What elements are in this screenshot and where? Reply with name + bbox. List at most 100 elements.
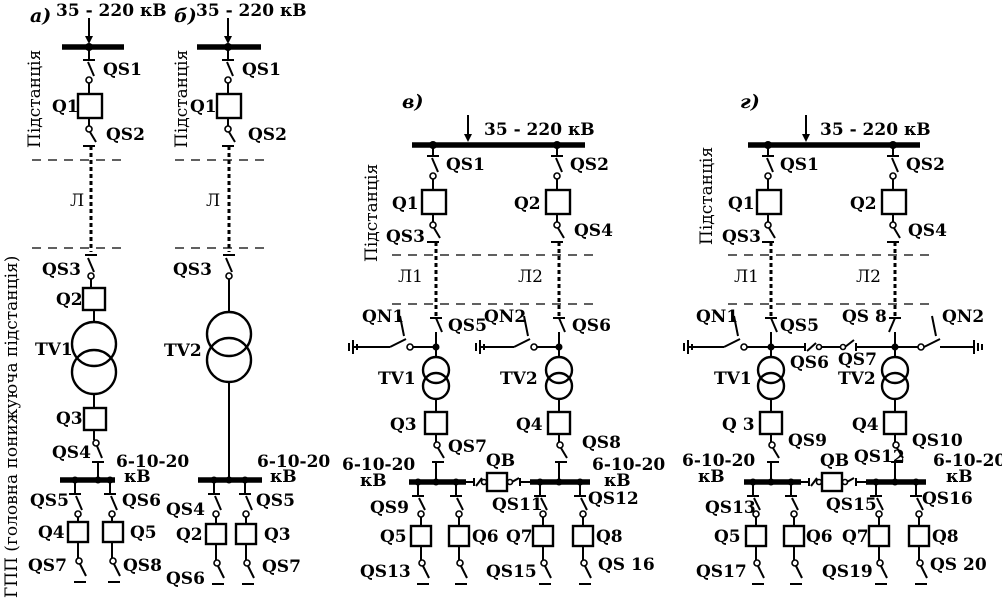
- supply-voltage-g: 35 - 220 кВ: [820, 120, 931, 140]
- variant-label-a: а): [30, 5, 51, 27]
- substation-label-g: Підстанція: [697, 147, 717, 245]
- qs4-label-a: QS4: [52, 443, 91, 463]
- qs8-label-v: QS8: [582, 433, 621, 453]
- qs1-label-b: QS1: [242, 60, 281, 80]
- secondary-voltage-b1: 6-10-20: [257, 452, 330, 472]
- secondary-voltage-g2: кВ: [698, 467, 725, 487]
- qs6-label-b: QS6: [166, 569, 205, 589]
- tv1-label-v: TV1: [378, 369, 416, 389]
- q2-label-g: Q2: [850, 194, 877, 214]
- line2-label-g: Л2: [856, 267, 881, 287]
- secondary-voltage-g4: кВ: [946, 467, 973, 487]
- q3-label-g: Q 3: [722, 415, 755, 435]
- qs12-label-v: QS12: [588, 489, 639, 509]
- qb-label-g: QB: [820, 451, 849, 471]
- secondary-voltage-v2: кВ: [360, 471, 387, 491]
- qs6-label-v: QS6: [572, 316, 611, 336]
- qs7-label-b: QS7: [262, 557, 301, 577]
- substation-label-v: Підстанція: [362, 164, 382, 262]
- qs16-label-g: QS16: [922, 489, 973, 509]
- qs7-label-g: QS7: [838, 350, 877, 370]
- qs7-label-v: QS7: [448, 437, 487, 457]
- qs15-label-v: QS15: [486, 562, 537, 582]
- secondary-voltage-b2: кВ: [270, 467, 297, 487]
- secondary-voltage-v1: 6-10-20: [342, 455, 415, 475]
- qb-label-v: QB: [486, 451, 515, 471]
- qs5-label-v: QS5: [448, 316, 487, 336]
- qs4-label-g: QS4: [908, 221, 947, 241]
- qs17-label-g: QS17: [696, 562, 747, 582]
- q3-label-v: Q3: [390, 415, 417, 435]
- substation-label-b: Підстанція: [172, 50, 192, 148]
- tv2-label-v: TV2: [500, 369, 538, 389]
- qs2-label-b: QS2: [248, 125, 287, 145]
- supply-voltage-a: 35 - 220 кВ: [56, 1, 167, 21]
- supply-voltage-b: 35 - 220 кВ: [196, 1, 307, 21]
- qs11-label-v: QS11: [492, 495, 543, 515]
- q1-label-a: Q1: [52, 97, 79, 117]
- qs5-label-g: QS5: [780, 316, 819, 336]
- q2-label-a: Q2: [56, 290, 83, 310]
- q4-label-g: Q4: [852, 415, 879, 435]
- q4-label-a: Q4: [38, 523, 65, 543]
- qs6-label-a: QS6: [122, 491, 161, 511]
- qn2-label-g: QN2: [942, 307, 984, 327]
- tv2-label-g: TV2: [838, 369, 876, 389]
- qs4-label-b: QS4: [166, 500, 205, 520]
- secondary-voltage-a2: кВ: [124, 467, 151, 487]
- qs15-label-g: QS15: [826, 495, 877, 515]
- q7-label-g: Q7: [842, 527, 869, 547]
- qs2-label-a: QS2: [106, 125, 145, 145]
- qs20-label-g: QS 20: [930, 555, 987, 575]
- qs1-label-g: QS1: [780, 155, 819, 175]
- qn1-label-g: QN1: [696, 307, 738, 327]
- qs3-label-b: QS3: [173, 260, 212, 280]
- qs12-label-g: QS12: [854, 447, 905, 467]
- qs3-label-v: QS3: [386, 227, 425, 247]
- scheme-g: г) 35 - 220 кВ QS1 Q1 QS3 Л1 QS2 Q2: [682, 91, 1002, 585]
- supply-voltage-v: 35 - 220 кВ: [484, 120, 595, 140]
- substation-label-a: Підстанція: [25, 50, 45, 148]
- qs2-label-v: QS2: [570, 155, 609, 175]
- variant-label-v: в): [402, 91, 423, 113]
- qs9-label-v: QS9: [370, 498, 409, 518]
- q6-label-v: Q6: [472, 527, 499, 547]
- q7-label-v: Q7: [506, 527, 533, 547]
- qs4-label-v: QS4: [574, 221, 613, 241]
- qs7-label-a: QS7: [28, 556, 67, 576]
- qs6-label-g: QS6: [790, 353, 829, 373]
- main-substation-label: ГПП (головна понижуюча підстанція): [2, 256, 22, 598]
- qs13-label-v: QS13: [360, 562, 411, 582]
- line1-label-v: Л1: [398, 267, 423, 287]
- tv1-label-g: TV1: [714, 369, 752, 389]
- secondary-voltage-g3: 6-10-20: [933, 451, 1002, 471]
- q5-label-g: Q5: [714, 527, 741, 547]
- secondary-voltage-v4: кВ: [604, 471, 631, 491]
- qs1-label-v: QS1: [446, 155, 485, 175]
- qs3-label-a: QS3: [42, 260, 81, 280]
- scheme-b: б) 35 - 220 кВ QS1 Q1 QS2 Л QS3 TV2 6-10…: [164, 1, 330, 589]
- qs16-label-v: QS 16: [598, 555, 655, 575]
- scheme-v: в) 35 - 220 кВ QS1 Q1 QS3 Л1 QS2 Q2: [342, 91, 665, 585]
- q1-label-v: Q1: [392, 194, 419, 214]
- qn2-label-v: QN2: [484, 307, 526, 327]
- secondary-voltage-g1: 6-10-20: [682, 451, 755, 471]
- q2-label-v: Q2: [514, 194, 541, 214]
- qs3-label-g: QS3: [722, 227, 761, 247]
- line-label-a: Л: [70, 191, 84, 211]
- secondary-voltage-a1: 6-10-20: [116, 452, 189, 472]
- qs5-label-a: QS5: [30, 491, 69, 511]
- q4-label-v: Q4: [516, 415, 543, 435]
- qs13-label-g: QS13: [705, 498, 756, 518]
- q5-label-v: Q5: [380, 527, 407, 547]
- tv2-label-b: TV2: [164, 341, 202, 361]
- qs2-label-g: QS2: [906, 155, 945, 175]
- qn1-label-v: QN1: [362, 307, 404, 327]
- scheme-a: а) 35 - 220 кВ QS1 Q1 QS2 Л QS3 Q2 TV1: [28, 1, 189, 583]
- line-label-b: Л: [206, 191, 220, 211]
- q1-label-b: Q1: [190, 97, 217, 117]
- qs19-label-g: QS19: [822, 562, 873, 582]
- q2-label-b: Q2: [176, 525, 203, 545]
- qs8-label-g: QS 8: [842, 307, 887, 327]
